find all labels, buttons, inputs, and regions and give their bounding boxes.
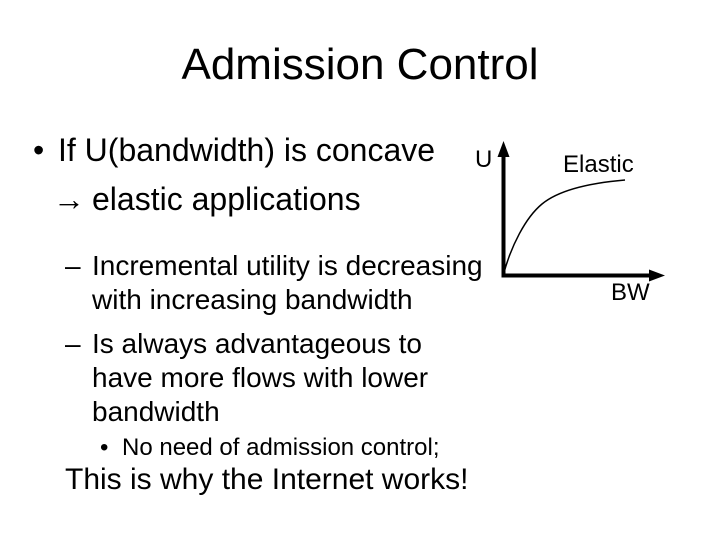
sub-bullet-line: Is always advantageous to [92,328,422,359]
sub-bullet-incremental-utility: – Incremental utility is decreasing with… [65,249,483,317]
curve-label-elastic: Elastic [563,151,634,178]
dash-marker-icon: – [65,250,81,281]
x-axis-label: BW [611,279,650,306]
bullet-text: If U(bandwidth) is concave [58,132,436,168]
bullet-item-elastic-applications: → elastic applications [53,180,361,218]
dash-marker-icon: – [65,328,81,359]
bullet-item-concave: • If U(bandwidth) is concave [33,131,435,169]
sub-bullet-lines: Is always advantageous to have more flow… [92,327,428,429]
note-bullet-no-admission-control: • No need of admission control; [100,433,440,462]
y-axis [497,141,510,276]
note-text: No need of admission control; [122,434,440,461]
sub-bullet-line: have more flows with lower [92,362,429,393]
x-axis-arrowhead-icon [649,269,665,282]
bullet-dot-icon: • [33,132,45,168]
y-axis-arrowhead-icon [497,141,510,157]
sub-bullet-advantageous: – Is always advantageous to have more fl… [65,327,428,429]
bullet-dot-icon: • [100,434,109,461]
sub-bullet-line: with increasing bandwidth [92,284,413,315]
sub-bullet-lines: Incremental utility is decreasing with i… [92,249,483,317]
sub-bullet-line: Incremental utility is decreasing [92,250,483,281]
arrow-line-text: elastic applications [92,181,361,217]
y-axis-label: U [475,146,493,173]
sub-bullet-line: bandwidth [92,396,220,427]
conclusion-text: This is why the Internet works! [65,463,469,496]
elastic-utility-curve [503,179,626,273]
x-axis [501,269,665,282]
utility-curve-chart [497,141,665,282]
slide-title: Admission Control [181,40,539,89]
right-arrow-icon: → [53,181,85,217]
